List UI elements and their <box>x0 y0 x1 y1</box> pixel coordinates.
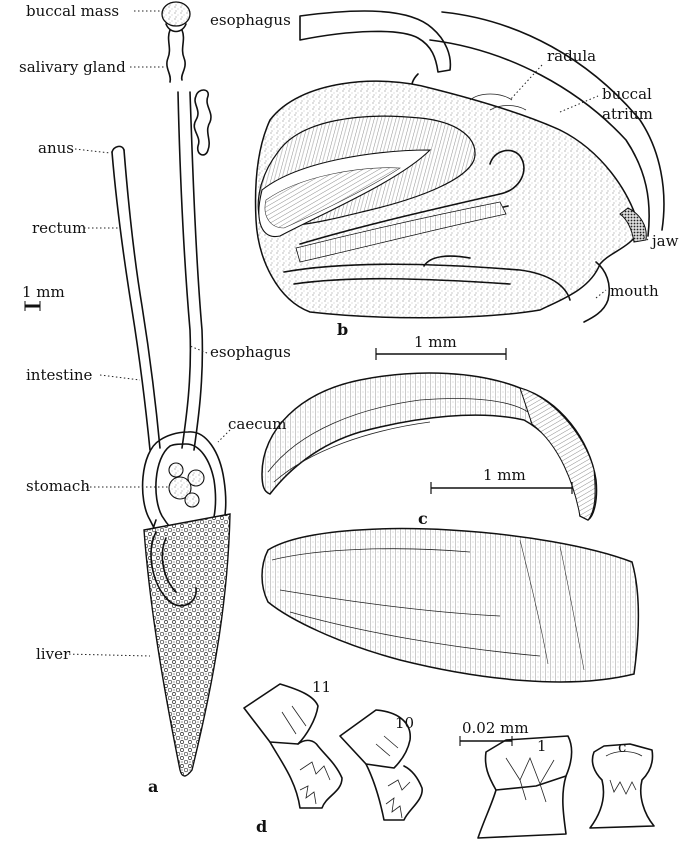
tooth-c-drawing <box>590 744 654 828</box>
radula-ribbon-drawing <box>262 529 638 682</box>
label-jaw: jaw <box>650 232 679 250</box>
label-esophagus-b: esophagus <box>210 11 291 29</box>
label-tooth-1: 1 <box>537 737 547 755</box>
panel-a-drawing <box>112 2 230 776</box>
tooth-11-drawing <box>244 684 342 808</box>
label-scale-b: 1 mm <box>414 333 457 351</box>
label-panel-c: c <box>418 509 428 528</box>
label-tooth-10: 10 <box>395 714 414 732</box>
scale-bar-a <box>25 301 40 311</box>
esophagus-b-tube <box>300 11 450 72</box>
scale-bar-d <box>460 736 512 746</box>
tooth-1-drawing <box>478 736 572 838</box>
label-anus: anus <box>38 139 74 157</box>
buccal-mass-drawing <box>162 2 190 26</box>
panel-c-drawing <box>262 373 597 520</box>
label-panel-a: a <box>148 777 158 796</box>
label-rectum: rectum <box>32 219 86 237</box>
stomach-drawing <box>169 463 204 507</box>
label-esophagus-a: esophagus <box>210 343 291 361</box>
label-panel-d: d <box>256 817 267 836</box>
panel-d-drawing <box>244 684 654 838</box>
label-scale-a: 1 mm <box>22 283 65 301</box>
label-stomach: stomach <box>26 477 90 495</box>
label-mouth: mouth <box>610 282 659 300</box>
label-panel-b: b <box>337 320 348 339</box>
label-liver: liver <box>36 645 71 663</box>
label-caecum: caecum <box>228 415 287 433</box>
panel-b-drawing <box>256 11 664 322</box>
esophagus-tube <box>178 92 190 448</box>
label-salivary-gland: salivary gland <box>19 58 126 76</box>
label-intestine: intestine <box>26 366 93 384</box>
label-tooth-11: 11 <box>312 678 331 696</box>
label-scale-c: 1 mm <box>483 466 526 484</box>
liver-drawing <box>144 514 230 776</box>
salivary-gland-drawing <box>167 30 211 155</box>
label-buccal: buccal <box>602 85 652 103</box>
label-radula: radula <box>547 47 596 65</box>
label-scale-d: 0.02 mm <box>462 719 529 737</box>
label-tooth-c: c <box>618 738 626 756</box>
label-buccal-mass: buccal mass <box>26 2 119 20</box>
rectum-tube <box>112 152 150 450</box>
label-atrium: atrium <box>602 105 653 123</box>
